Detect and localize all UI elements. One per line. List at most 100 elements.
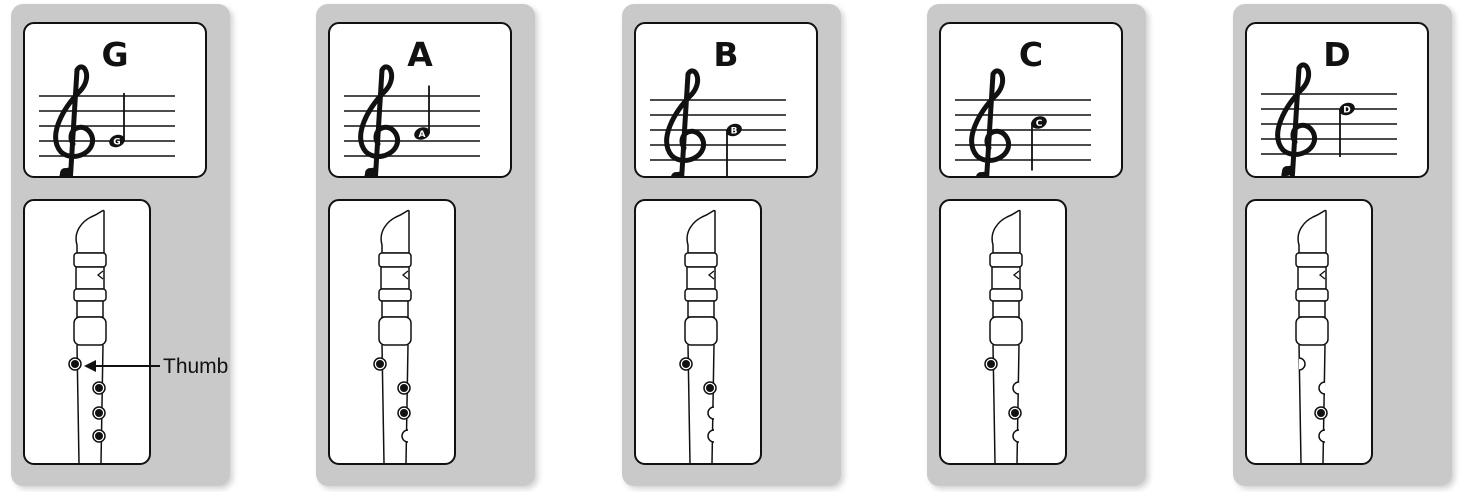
note-name: B (713, 35, 739, 74)
staff: B (650, 68, 786, 176)
staff: A (344, 64, 480, 176)
staff: G (39, 64, 175, 176)
card-g: G G (11, 4, 230, 486)
treble-clef (358, 64, 401, 176)
staff-panel: G G (23, 22, 207, 178)
recorder-head (1297, 266, 1327, 290)
recorder (984, 209, 1023, 463)
recorder-joint (687, 300, 715, 318)
recorder-window (401, 270, 409, 280)
recorder-panel (23, 199, 151, 465)
note-head (1031, 116, 1047, 129)
card-a: A A (316, 4, 535, 486)
hole-closed (95, 432, 103, 440)
hole-open (1318, 381, 1326, 395)
staff: D (1261, 62, 1397, 176)
card-c: C C (927, 4, 1146, 486)
clef-dot (365, 168, 375, 176)
hole-open (1012, 381, 1020, 395)
hole-closed (706, 384, 714, 392)
hole-closed (682, 360, 690, 368)
recorder-mouthpiece (686, 209, 716, 254)
recorder-window (96, 270, 104, 280)
recorder (373, 209, 412, 463)
hole-open (707, 429, 715, 443)
recorder-joint (76, 300, 104, 318)
recorder-ring (989, 252, 1023, 268)
recorder-bulge (378, 316, 412, 346)
recorder-ring (989, 288, 1023, 302)
recorder-ring (684, 288, 718, 302)
recorder-head (991, 266, 1021, 290)
hole-open (1012, 429, 1020, 443)
recorder-head (75, 266, 105, 290)
card-d: D D (1233, 4, 1452, 486)
hole-closed (376, 360, 384, 368)
note-head-letter: C (1036, 119, 1043, 129)
recorder-mouthpiece (75, 209, 105, 254)
recorder-panel (1245, 199, 1373, 465)
hole-closed (400, 409, 408, 417)
recorder (68, 209, 107, 463)
recorder-panel (939, 199, 1067, 465)
clef-dot (60, 168, 70, 176)
note-name: G (101, 35, 129, 74)
clef-dot (1282, 166, 1292, 176)
clef-dot (671, 172, 681, 176)
note-head-letter: B (731, 127, 738, 137)
hole-open (1318, 429, 1326, 443)
recorder-panel (328, 199, 456, 465)
note-head (726, 123, 742, 137)
recorder-ring (378, 252, 412, 268)
hole-open (1298, 357, 1306, 371)
recorder-ring (684, 252, 718, 268)
hole-closed (95, 384, 103, 392)
recorder-ring (1295, 252, 1329, 268)
recorder-bulge (1295, 316, 1329, 346)
recorder-ring (73, 252, 107, 268)
staff-panel: D D (1245, 22, 1429, 178)
recorder (679, 209, 718, 463)
recorder-ring (1295, 288, 1329, 302)
card-b: B B (622, 4, 841, 486)
hole-open (401, 429, 409, 443)
hole-closed (400, 384, 408, 392)
staff-panel: C C (939, 22, 1123, 178)
note-head-letter: G (113, 138, 120, 148)
recorder-bulge (684, 316, 718, 346)
recorder-mouthpiece (991, 209, 1021, 254)
recorder-head (686, 266, 716, 290)
hole-open (707, 406, 715, 420)
note-head (109, 134, 125, 148)
recorder-window (1012, 270, 1020, 280)
recorder-window (707, 270, 715, 280)
hole-closed (1011, 409, 1019, 417)
recorder-window (1318, 270, 1326, 280)
recorder-joint (992, 300, 1020, 318)
note-head (414, 127, 430, 140)
hole-closed (987, 360, 995, 368)
recorder-mouthpiece (380, 209, 410, 254)
staff-panel: A A (328, 22, 512, 178)
recorder-mouthpiece (1297, 209, 1327, 254)
recorder-ring (378, 288, 412, 302)
note-name: A (407, 35, 433, 74)
clef-dot (976, 172, 986, 176)
note-head-letter: A (419, 130, 426, 140)
hole-closed (71, 360, 79, 368)
hole-closed (95, 409, 103, 417)
recorder-panel (634, 199, 762, 465)
note-name: C (1018, 35, 1044, 74)
recorder-head (380, 266, 410, 290)
recorder-bulge (989, 316, 1023, 346)
note-head (1339, 102, 1355, 116)
hole-closed (1317, 409, 1325, 417)
treble-clef (53, 64, 96, 176)
treble-clef (1275, 62, 1318, 176)
recorder-ring (73, 288, 107, 302)
note-name: D (1323, 35, 1351, 74)
recorder-joint (381, 300, 409, 318)
recorder (1295, 209, 1329, 463)
staff: C (955, 68, 1091, 176)
thumb-label: Thumb (163, 355, 229, 378)
